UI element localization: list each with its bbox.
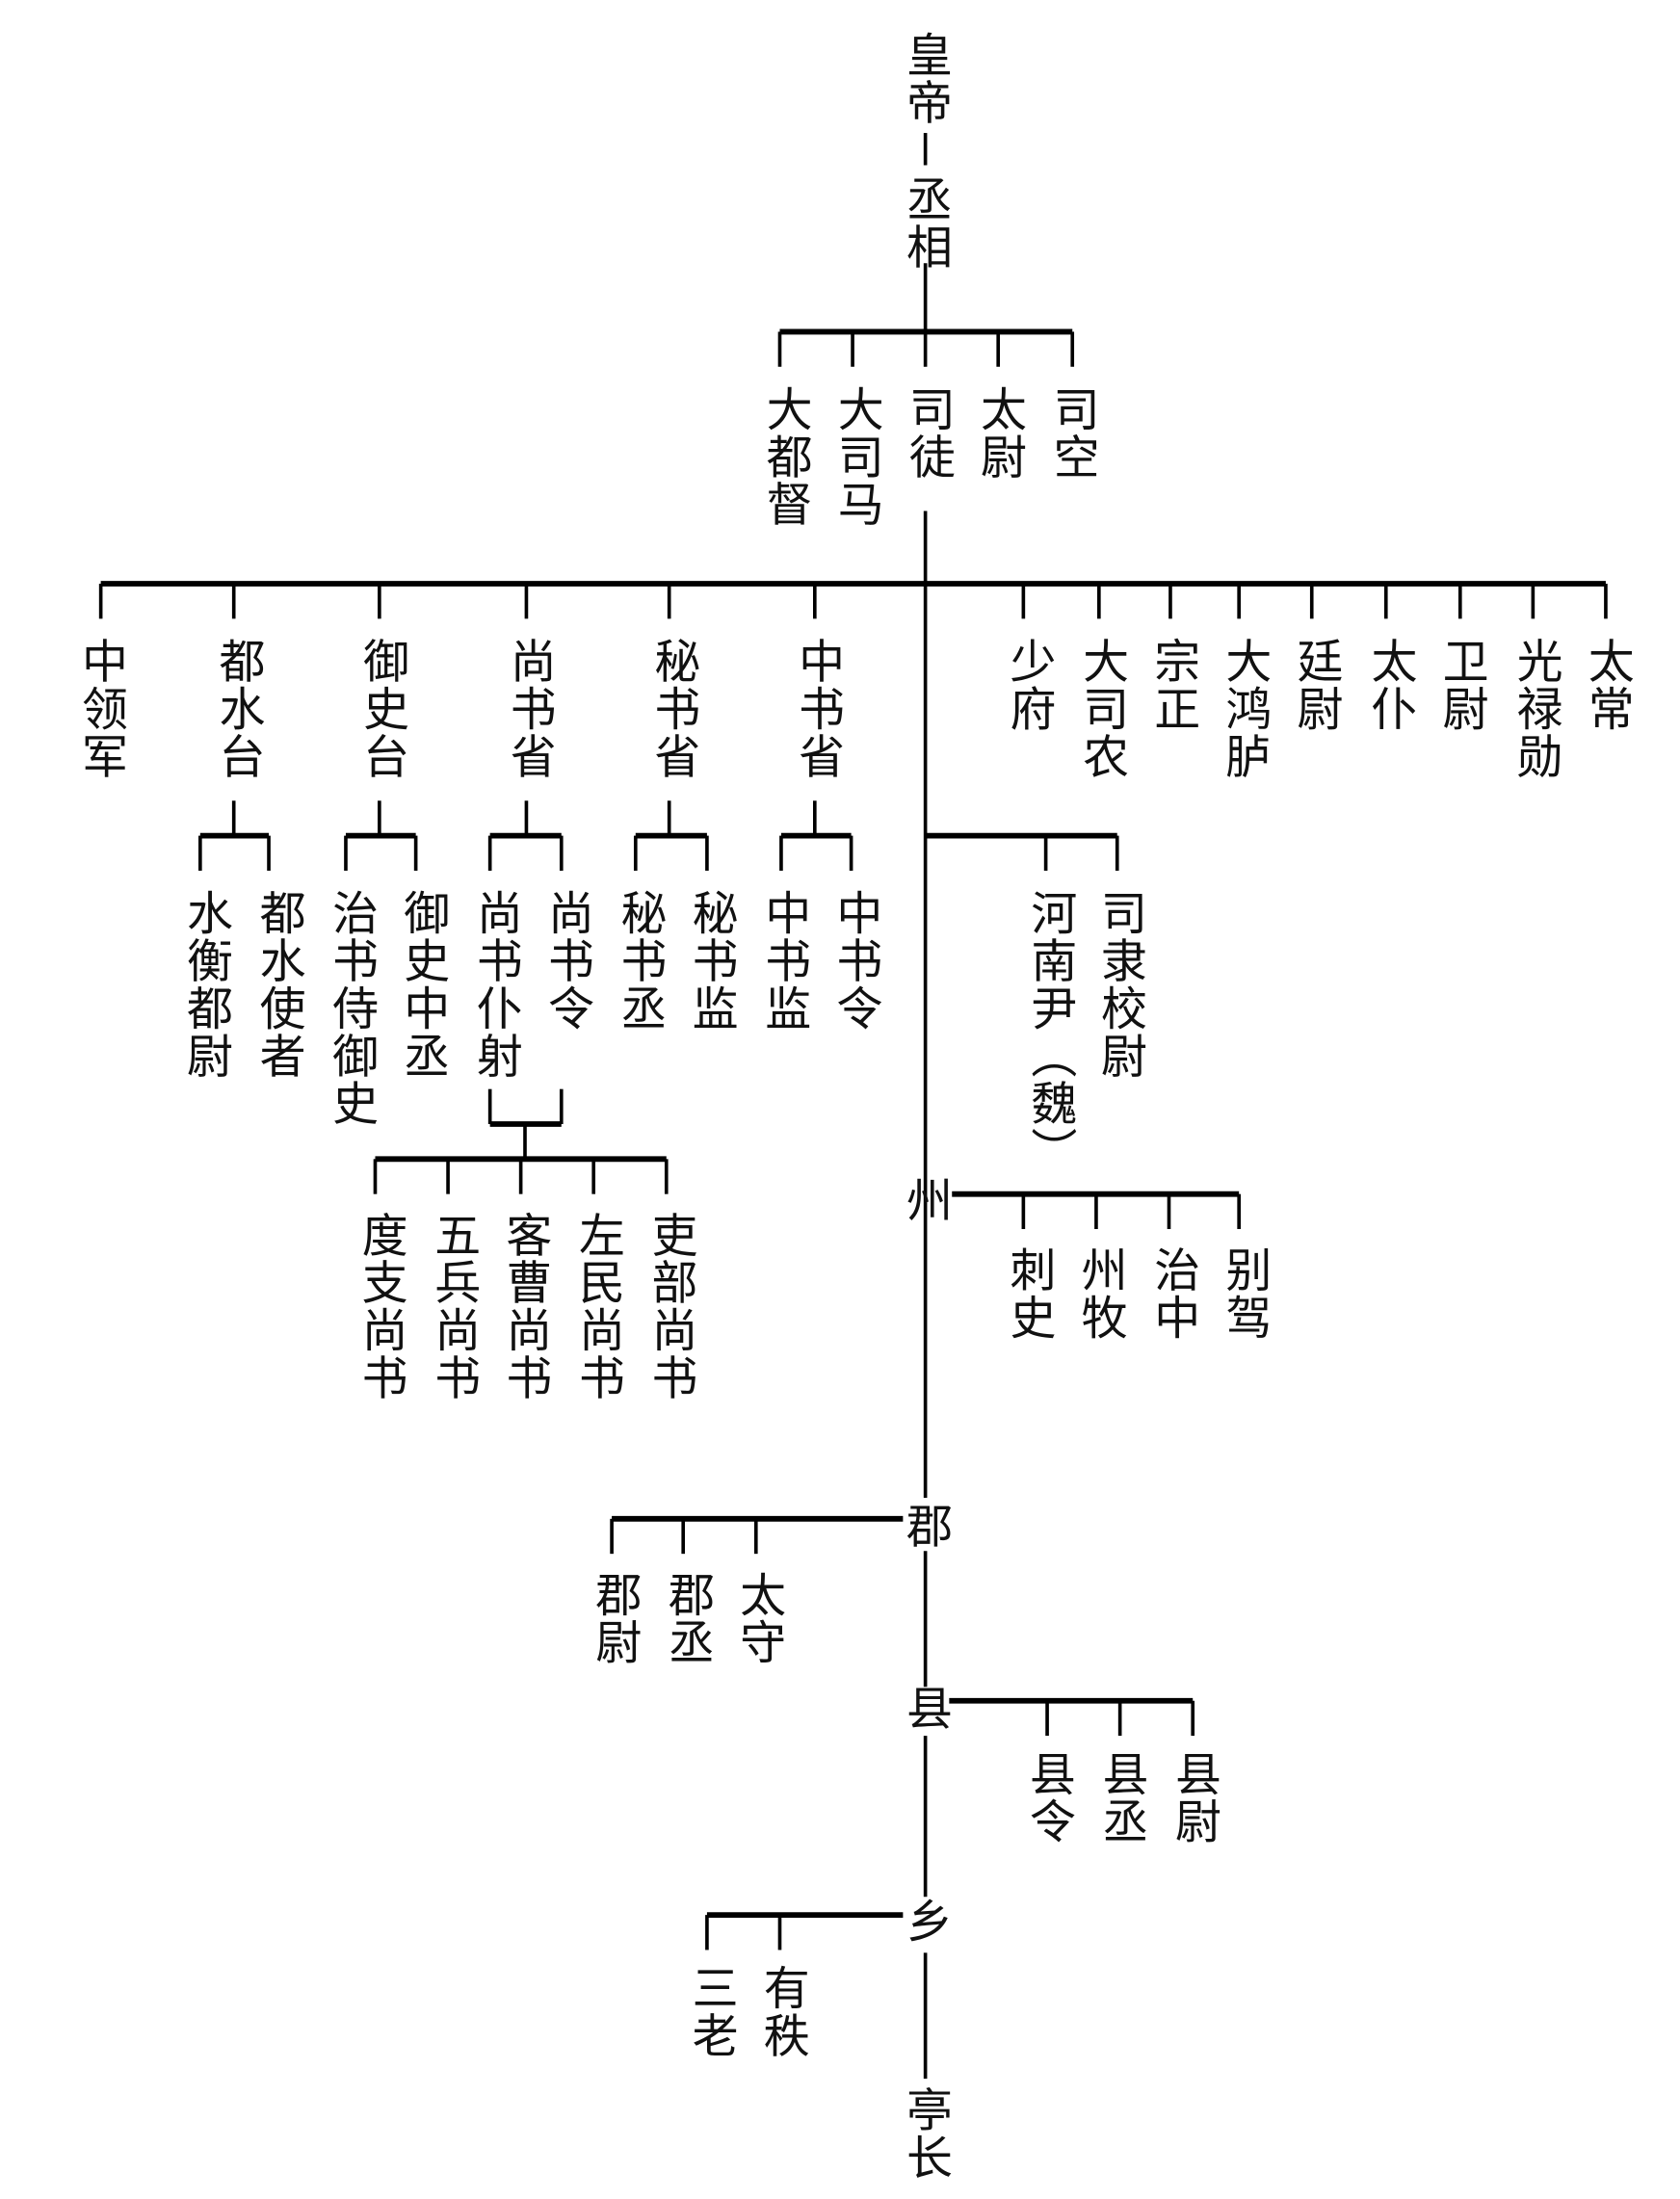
node-department: 五兵尚书 — [427, 1211, 482, 1401]
node-minister-nine: 卫尉 — [1434, 637, 1490, 733]
node-jun: 郡 — [899, 1502, 954, 1550]
node-zhou-official: 别驾 — [1218, 1245, 1273, 1342]
node-zhou-official: 刺史 — [1002, 1245, 1058, 1342]
node-minister-nine: 光禄勋 — [1509, 637, 1564, 780]
node-xian-official: 县尉 — [1168, 1749, 1222, 1846]
node-minister: 司空 — [1045, 384, 1101, 481]
node-sub-office: 河南尹（魏） — [1023, 888, 1079, 1175]
node-zhou-official: 治中 — [1146, 1245, 1201, 1342]
node-zhou: 州 — [899, 1175, 954, 1224]
node-sub-office: 都水使者 — [251, 888, 307, 1080]
node-department: 吏部尚书 — [643, 1211, 699, 1401]
node-sub-office: 司隶校尉 — [1093, 888, 1148, 1080]
node-minister-nine: 大司农 — [1075, 637, 1130, 780]
node-xian-official: 县令 — [1021, 1749, 1077, 1846]
node-minister: 大都督 — [758, 384, 814, 528]
node-sub-office: 尚书令 — [539, 888, 595, 1033]
node-minister-nine: 太常 — [1580, 637, 1636, 733]
node-xian-official: 县丞 — [1094, 1749, 1150, 1846]
node-chancellor: 丞相 — [899, 174, 954, 271]
node-minister-nine: 大鸿胪 — [1218, 637, 1273, 780]
node-minister-nine: 廷尉 — [1289, 637, 1345, 733]
node-xiang-official: 三老 — [684, 1963, 740, 2059]
node-minister: 太尉 — [973, 384, 1028, 481]
node-jun-official: 郡丞 — [660, 1570, 716, 1666]
node-emperor: 皇帝 — [899, 30, 954, 126]
node-sub-office: 治书侍御史 — [325, 888, 380, 1127]
node-minister-nine: 太仆 — [1363, 637, 1419, 733]
node-jun-official: 郡尉 — [588, 1570, 643, 1666]
node-xian: 县 — [899, 1684, 954, 1732]
node-sub-office: 尚书仆射 — [468, 888, 524, 1080]
node-office: 都水台 — [211, 637, 267, 780]
node-office: 秘书省 — [646, 637, 702, 780]
node-tingzhang: 亭长 — [899, 2085, 954, 2182]
node-sub-office: 中书监 — [757, 888, 812, 1033]
node-xiang-official: 有秩 — [755, 1963, 811, 2059]
node-minister: 大司马 — [829, 384, 885, 528]
node-department: 左民尚书 — [570, 1211, 626, 1401]
node-sub-office: 御史中丞 — [396, 888, 451, 1080]
node-sub-office: 水衡都尉 — [179, 888, 234, 1080]
node-department: 客曹尚书 — [498, 1211, 554, 1401]
node-office: 尚书省 — [502, 637, 558, 780]
node-minister-nine: 少府 — [1002, 637, 1058, 733]
node-xiang: 乡 — [899, 1897, 954, 1945]
node-sub-office: 秘书监 — [684, 888, 740, 1033]
node-minister: 司徒 — [901, 384, 957, 481]
node-jun-official: 太守 — [732, 1570, 787, 1666]
node-sub-office: 中书令 — [828, 888, 884, 1033]
node-department: 度支尚书 — [354, 1211, 409, 1401]
node-office: 中书省 — [791, 637, 846, 780]
node-minister-nine: 宗正 — [1146, 637, 1201, 733]
node-sub-office: 秘书丞 — [613, 888, 669, 1033]
node-office: 御史台 — [355, 637, 410, 780]
node-office: 中领军 — [74, 637, 129, 780]
node-zhou-official: 州牧 — [1073, 1245, 1129, 1342]
